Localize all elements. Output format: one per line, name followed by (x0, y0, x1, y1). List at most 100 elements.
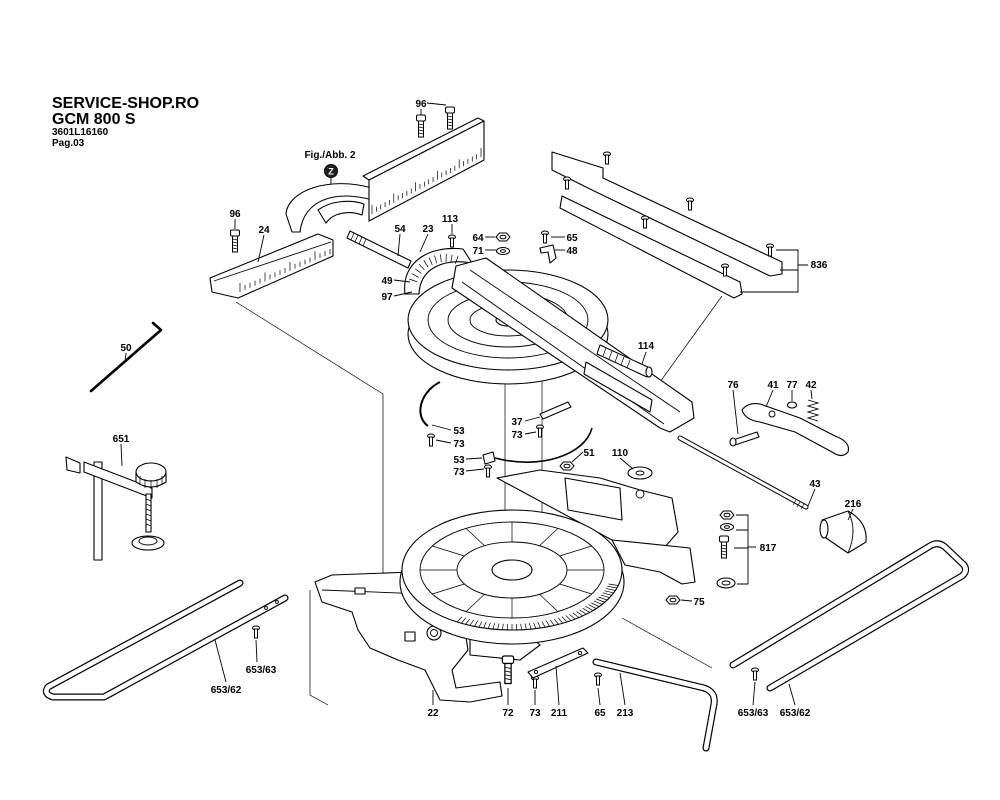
bolt-653-63-right (751, 667, 759, 681)
leader-54 (397, 233, 401, 257)
left-fence-ruler (239, 249, 331, 292)
plate-110-hole (635, 470, 645, 476)
leader-76 (732, 389, 739, 435)
leader-50 (124, 352, 127, 363)
hex-key (89, 321, 163, 393)
rail-rod-thread (350, 232, 367, 247)
clamp-screw (145, 493, 152, 533)
scale-tick (533, 622, 537, 629)
scale-tick (428, 257, 433, 265)
set-817 (716, 510, 756, 589)
nut-817 (719, 510, 735, 520)
fence-bolt-top-b (445, 106, 455, 130)
scale-tick (549, 619, 555, 626)
rail-rod (346, 230, 412, 269)
scale-tick (414, 268, 422, 274)
washer-71 (496, 247, 510, 255)
leader-97 (393, 291, 413, 297)
set-817-bracket (734, 514, 756, 585)
leader-73-upper (435, 439, 452, 444)
clamp-foot-inner (138, 536, 158, 546)
leader-114 (641, 351, 647, 365)
bevel-scale (409, 254, 459, 283)
scale-tick (418, 263, 425, 271)
threaded-rod (596, 344, 653, 378)
scale-tick (576, 611, 583, 617)
scale-tick (602, 592, 612, 596)
callout-75: 75 (693, 597, 705, 608)
leader-23 (419, 233, 429, 253)
callout-213: 213 (617, 708, 634, 719)
leader-37 (524, 416, 541, 422)
turntable-spoke (465, 528, 485, 547)
left-fence-body (209, 233, 334, 299)
callout-53-upper: 53 (453, 426, 465, 437)
callout-96-left: 96 (229, 209, 241, 220)
callout-73-upper: 73 (453, 439, 465, 450)
scale-tick (593, 600, 603, 605)
callout-49: 49 (381, 276, 393, 287)
left-rod-fill (44, 580, 288, 700)
clamp-arm (83, 461, 153, 499)
screw-113 (448, 234, 456, 248)
left-rod-hole-a (264, 606, 268, 610)
callout-24: 24 (258, 225, 270, 236)
right-fence-face (368, 120, 485, 222)
scale-tick (483, 622, 487, 629)
callout-76: 76 (727, 380, 739, 391)
bar-211 (527, 647, 589, 679)
callout-73-lower: 73 (453, 467, 465, 478)
bar-211-hole-a (533, 669, 539, 675)
handle-213 (592, 658, 718, 752)
scale-tick (440, 254, 442, 263)
scale-tick (605, 588, 616, 591)
leader-213 (619, 672, 626, 706)
rod-43 (677, 435, 809, 510)
clamp-knob-top (135, 462, 167, 482)
curved-fence-inner (317, 200, 365, 224)
callout-54: 54 (394, 224, 406, 235)
bolt-72-shape (501, 655, 515, 685)
callout-653-63-right: 653/63 (738, 708, 769, 719)
scale-tick (478, 621, 483, 628)
callout-43: 43 (809, 479, 821, 490)
callout-53-lower: 53 (453, 455, 465, 466)
base-mount-hole-inner (430, 629, 438, 637)
clip-53-wire (494, 427, 593, 463)
turntable-spoke (539, 528, 559, 547)
right-extension-rod (729, 540, 970, 692)
scale-tick (520, 623, 522, 630)
callout-114: 114 (638, 341, 655, 352)
clip-48 (539, 244, 557, 264)
scale-tick (423, 260, 429, 268)
leader-653-63-right (752, 681, 756, 706)
turntable-spoke (432, 583, 465, 595)
callout-48: 48 (566, 246, 578, 257)
washer-817-top (720, 523, 734, 531)
leader-42 (810, 389, 813, 400)
washer-817-hole (721, 580, 731, 586)
scale-tick (537, 622, 541, 629)
scale-tick (596, 598, 605, 603)
callout-96-top: 96 (415, 99, 427, 110)
plate-110-body (627, 466, 653, 480)
bolt-73-upper (427, 433, 435, 447)
base-rear-plate (564, 477, 623, 521)
guide-line-fence-base (235, 301, 384, 598)
threaded-rod-end (645, 366, 653, 378)
callout-73-pin: 73 (511, 430, 523, 441)
handle-213-fill (593, 659, 717, 751)
leader-653-63-left (255, 639, 258, 663)
figure-ref-label: Fig./Abb. 2 (304, 150, 356, 161)
clamp-screw-thread (145, 498, 152, 527)
callout-836: 836 (811, 260, 828, 271)
callout-50: 50 (120, 343, 132, 354)
left-rod-hole-b (275, 600, 279, 604)
scale-tick (460, 617, 467, 624)
callout-41: 41 (767, 380, 779, 391)
rail-screw-1 (603, 151, 611, 165)
callout-110: 110 (612, 448, 629, 459)
bolt-653-63-left (252, 625, 260, 639)
scale-tick (608, 583, 619, 586)
